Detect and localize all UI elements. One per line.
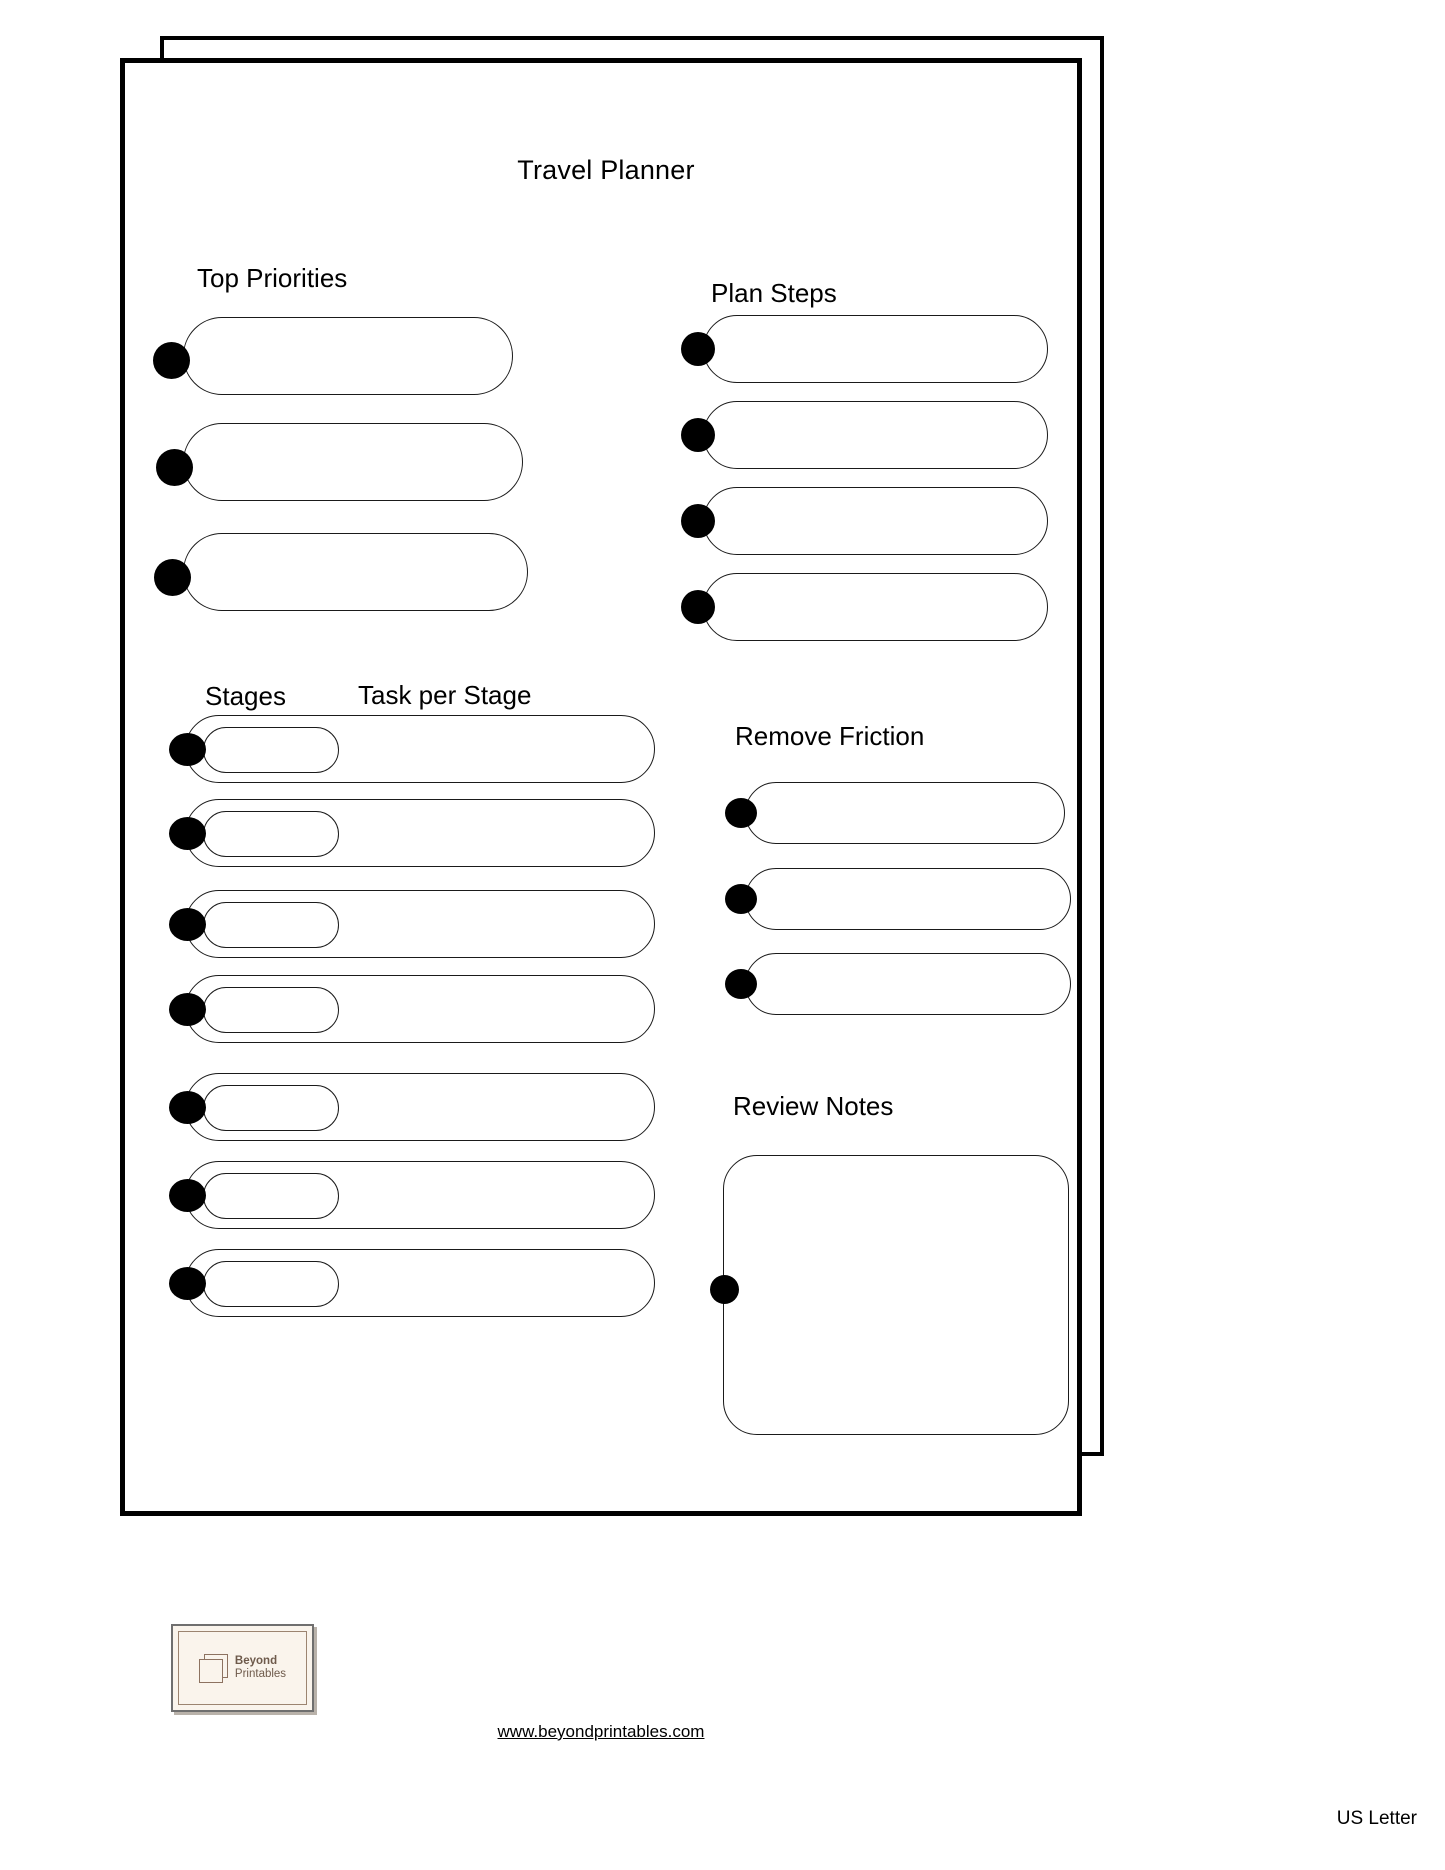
plan-steps-field-3[interactable] xyxy=(703,487,1048,555)
plan-steps-bullet-2 xyxy=(681,418,715,452)
stages-bullet-6 xyxy=(169,1179,206,1212)
plan-steps-field-1[interactable] xyxy=(703,315,1048,383)
plan-steps-field-4[interactable] xyxy=(703,573,1048,641)
remove-friction-field-2[interactable] xyxy=(745,868,1071,930)
section-heading-top-priorities: Top Priorities xyxy=(197,263,348,293)
stages-bullet-7 xyxy=(169,1267,206,1300)
paper-size-label: US Letter xyxy=(1336,1808,1417,1829)
section-heading-stages: Stages xyxy=(205,681,286,711)
stages-bullet-1 xyxy=(169,733,206,766)
remove-friction-bullet-3 xyxy=(725,969,757,999)
page-title: Travel Planner xyxy=(517,155,695,185)
top-priorities-field-1[interactable] xyxy=(183,317,513,395)
stages-bullet-5 xyxy=(169,1091,206,1124)
section-heading-remove-friction: Remove Friction xyxy=(735,721,925,751)
logo-wordmark: Beyond Printables xyxy=(235,1655,286,1681)
stages-bullet-3 xyxy=(169,908,206,941)
remove-friction-bullet-1 xyxy=(725,798,757,828)
top-priorities-field-2[interactable] xyxy=(183,423,523,501)
section-heading-review-notes: Review Notes xyxy=(733,1091,894,1121)
top-priorities-bullet-2 xyxy=(156,449,193,486)
plan-steps-bullet-3 xyxy=(681,504,715,538)
logo-line-2: Printables xyxy=(234,1668,287,1680)
stages-field-2[interactable] xyxy=(203,811,339,857)
review-notes-bullet xyxy=(710,1275,739,1304)
review-notes-field[interactable] xyxy=(723,1155,1069,1435)
stages-field-4[interactable] xyxy=(203,987,339,1033)
stages-field-3[interactable] xyxy=(203,902,339,948)
remove-friction-bullet-2 xyxy=(725,884,757,914)
top-priorities-field-3[interactable] xyxy=(183,533,528,611)
stages-field-5[interactable] xyxy=(203,1085,339,1131)
stages-field-7[interactable] xyxy=(203,1261,339,1307)
logo-inner-frame: Beyond Printables xyxy=(178,1631,307,1705)
footer-website-url[interactable]: www.beyondprintables.com xyxy=(497,1722,705,1741)
section-heading-plan-steps: Plan Steps xyxy=(711,278,837,308)
plan-steps-bullet-4 xyxy=(681,590,715,624)
stages-field-1[interactable] xyxy=(203,727,339,773)
stacked-pages-icon xyxy=(198,1653,228,1683)
plan-steps-field-2[interactable] xyxy=(703,401,1048,469)
stages-bullet-4 xyxy=(169,993,206,1026)
stages-field-6[interactable] xyxy=(203,1173,339,1219)
remove-friction-field-1[interactable] xyxy=(745,782,1065,844)
plan-steps-bullet-1 xyxy=(681,332,715,366)
top-priorities-bullet-3 xyxy=(154,559,191,596)
logo-badge: Beyond Printables xyxy=(171,1624,314,1712)
logo-line-1: Beyond xyxy=(234,1655,278,1667)
worksheet-page: Travel Planner Top Priorities Plan Steps… xyxy=(120,58,1082,1516)
remove-friction-field-3[interactable] xyxy=(745,953,1071,1015)
stages-bullet-2 xyxy=(169,817,206,850)
top-priorities-bullet-1 xyxy=(153,342,190,379)
section-heading-task-per-stage: Task per Stage xyxy=(358,680,532,710)
